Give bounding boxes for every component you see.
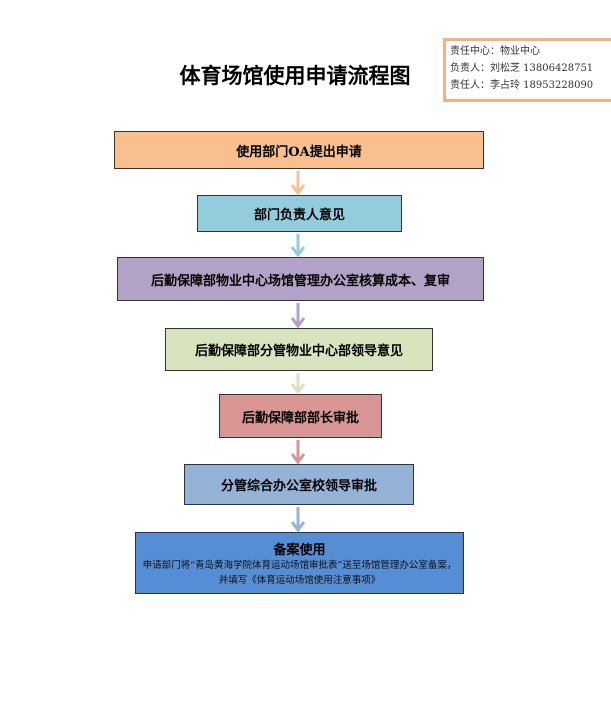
step-label: 后勤保障部物业中心场馆管理办公室核算成本、复审: [150, 273, 450, 289]
responsibility-box: 责任中心：物业中心 负责人：刘松芝 13806428751 责任人：李占玲 18…: [443, 38, 611, 102]
step-box: 后勤保障部部长审批: [219, 394, 382, 438]
down-arrow-icon: [290, 171, 306, 196]
info-line: 责任中心：物业中心: [450, 46, 540, 57]
step-label: 分管综合办公室校领导审批: [220, 479, 377, 494]
step-box: 后勤保障部物业中心场馆管理办公室核算成本、复审: [117, 257, 484, 301]
info-line: 责任人：李占玲 18953228090: [450, 80, 594, 91]
step-box: 部门负责人意见: [197, 195, 402, 232]
step-box: 分管综合办公室校领导审批: [184, 464, 414, 505]
down-arrow-icon: [290, 507, 306, 533]
step-label: 后勤保障部部长审批: [241, 410, 359, 426]
step-label: 部门负责人意见: [253, 208, 345, 223]
step-label: 使用部门OA提出申请: [236, 144, 362, 160]
step-box: 后勤保障部分管物业中心部领导意见: [165, 328, 433, 371]
info-line: 负责人：刘松芝 13806428751: [450, 63, 594, 74]
down-arrow-icon: [290, 440, 306, 465]
step-box: 使用部门OA提出申请: [114, 131, 484, 169]
final-step-box: 备案使用 申请部门将“青岛黄海学院体育运动场馆审批表”送至场馆管理办公室备案，并…: [135, 532, 464, 594]
down-arrow-icon: [290, 234, 306, 258]
down-arrow-icon: [290, 303, 306, 329]
final-desc: 申请部门将“青岛黄海学院体育运动场馆审批表”送至场馆管理办公室备案，并填写《体育…: [142, 559, 457, 586]
step-label: 后勤保障部分管物业中心部领导意见: [194, 344, 403, 359]
page-title: 体育场馆使用申请流程图: [179, 64, 411, 88]
down-arrow-icon: [290, 373, 306, 395]
final-title: 备案使用: [273, 542, 326, 558]
